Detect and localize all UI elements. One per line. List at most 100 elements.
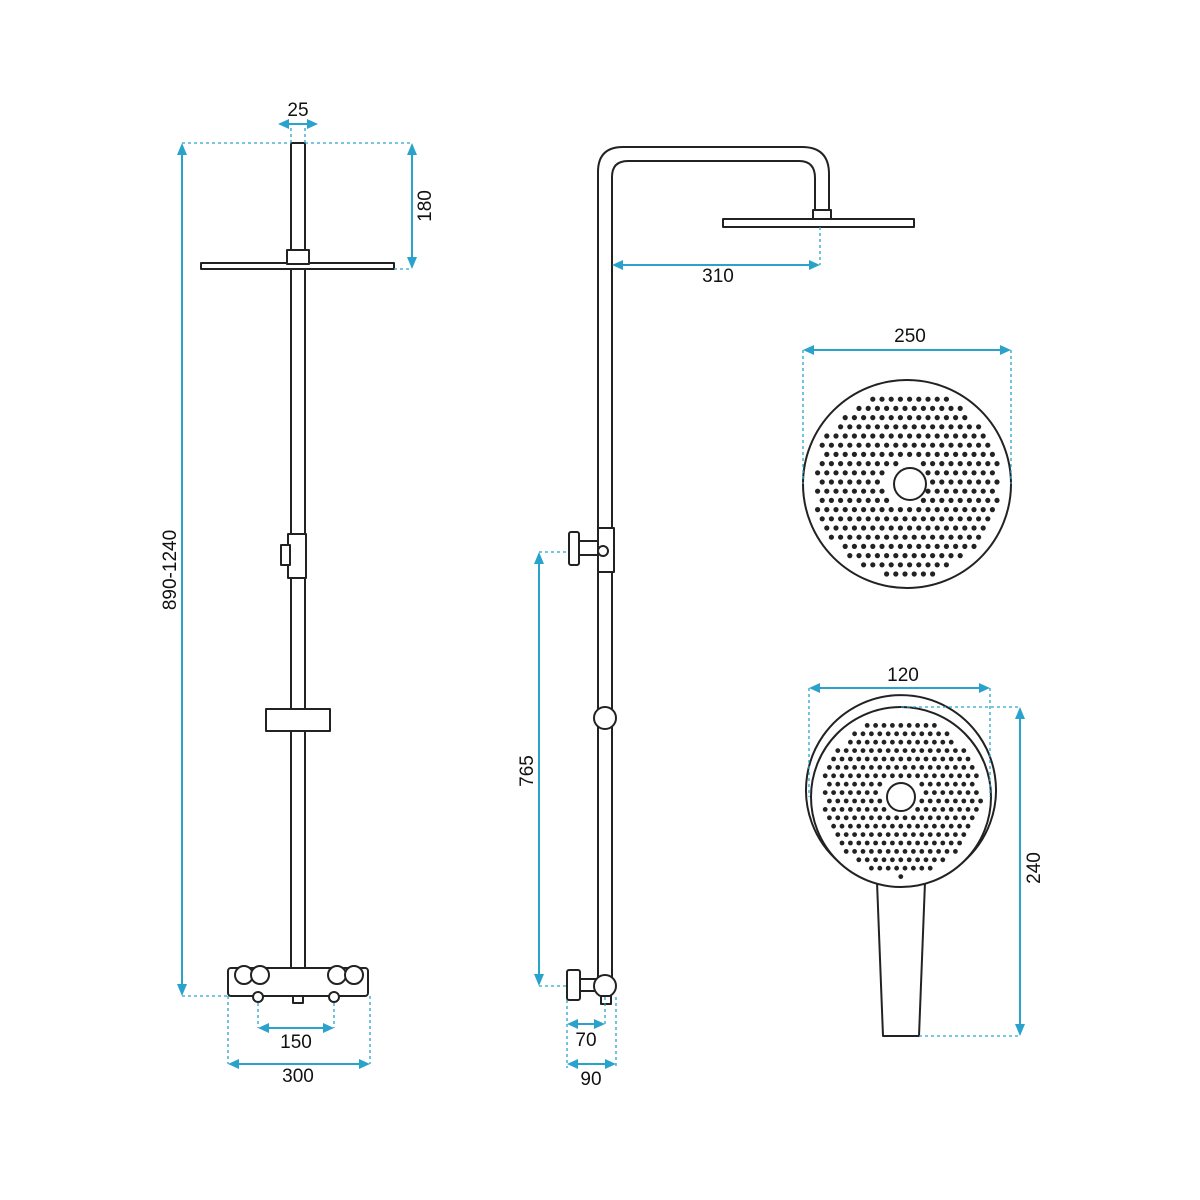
nozzle-dot <box>994 479 1000 485</box>
nozzle-dot <box>843 832 849 837</box>
nozzle-dot <box>819 516 825 522</box>
nozzle-dot <box>894 865 899 871</box>
nozzle-dot <box>864 723 870 728</box>
nozzle-dot <box>969 765 975 770</box>
nozzle-dot <box>915 840 920 846</box>
nozzle-dot <box>874 424 881 430</box>
nozzle-dot <box>869 781 874 787</box>
nozzle-dot <box>923 790 929 795</box>
dim-label-handset-width: 120 <box>887 665 919 686</box>
nozzle-dot <box>865 516 871 522</box>
nozzle-dot <box>893 571 899 577</box>
nozzle-dot <box>831 823 836 829</box>
nozzle-dot <box>881 840 887 846</box>
nozzle-dot <box>839 773 845 779</box>
nozzle-dot <box>893 442 899 448</box>
nozzle-dot <box>906 723 912 728</box>
nozzle-dot <box>957 461 963 467</box>
nozzle-dot <box>824 433 830 439</box>
nozzle-dot <box>864 790 870 795</box>
nozzle-dot <box>978 798 983 804</box>
nozzle-dot <box>881 807 887 812</box>
nozzle-dot <box>838 497 844 503</box>
nozzle-dot <box>940 823 946 829</box>
nozzle-dot <box>943 562 950 568</box>
nozzle-dot <box>927 731 933 737</box>
nozzle-dot <box>843 798 849 804</box>
nozzle-dot <box>856 461 862 467</box>
nozzle-dot <box>939 497 945 503</box>
nozzle-dot <box>888 451 894 457</box>
nozzle-dot <box>847 497 853 503</box>
nozzle-dot <box>911 849 916 854</box>
nozzle-dot <box>839 840 845 846</box>
nozzle-dot <box>943 488 950 494</box>
nozzle-dot <box>902 516 908 522</box>
nozzle-dot <box>902 534 908 540</box>
nozzle-dot <box>842 415 848 421</box>
nozzle-dot <box>985 461 991 467</box>
nozzle-dot <box>819 461 825 467</box>
side-mixer-body <box>593 974 617 998</box>
nozzle-dot <box>860 765 866 770</box>
nozzle-dot <box>932 823 937 829</box>
nozzle-dot <box>847 534 853 540</box>
nozzle-dot <box>930 461 936 467</box>
nozzle-dot <box>940 790 946 795</box>
nozzle-dot <box>835 748 841 753</box>
nozzle-dot <box>865 479 871 485</box>
nozzle-dot <box>916 507 922 513</box>
nozzle-dot <box>948 461 954 467</box>
nozzle-dot <box>915 823 920 829</box>
nozzle-dot <box>902 832 908 837</box>
nozzle-dot <box>888 415 894 421</box>
nozzle-dot <box>884 553 890 559</box>
nozzle-dot <box>860 798 866 804</box>
nozzle-dot <box>934 543 940 550</box>
nozzle-dot <box>869 849 874 854</box>
nozzle-dot <box>974 790 979 795</box>
nozzle-dot <box>881 857 887 863</box>
nozzle-dot <box>873 790 878 795</box>
nozzle-dot <box>927 832 933 837</box>
nozzle-dot <box>890 823 895 829</box>
nozzle-dot <box>920 405 927 411</box>
nozzle-dot <box>879 488 885 494</box>
nozzle-dot <box>847 553 853 559</box>
nozzle-dot <box>980 433 986 439</box>
nozzle-dot <box>961 748 967 753</box>
nozzle-dot <box>856 857 862 863</box>
nozzle-dot <box>920 516 927 522</box>
nozzle-dot <box>828 497 835 503</box>
nozzle-dot <box>927 815 933 821</box>
side-view <box>566 146 915 1005</box>
nozzle-dot <box>856 840 862 846</box>
nozzle-dot <box>915 807 920 812</box>
hand-dimensions <box>808 683 1025 1037</box>
nozzle-dot <box>911 748 916 753</box>
nozzle-dot <box>902 442 908 448</box>
nozzle-dot <box>930 571 936 577</box>
nozzle-dot <box>902 553 908 559</box>
nozzle-dot <box>923 756 929 762</box>
nozzle-dot <box>911 553 917 559</box>
nozzle-dot <box>898 739 904 745</box>
nozzle-dot <box>856 823 862 829</box>
nozzle-dot <box>852 731 857 737</box>
nozzle-dot <box>916 433 922 439</box>
nozzle-dot <box>919 765 925 770</box>
dim-label-mixer-inlet-spacing: 150 <box>280 1032 312 1053</box>
nozzle-dot <box>930 497 936 503</box>
nozzle-dot <box>980 470 986 476</box>
nozzle-dot <box>989 507 996 513</box>
nozzle-dot <box>953 470 959 476</box>
nozzle-dot <box>940 773 946 779</box>
nozzle-dot <box>861 470 867 476</box>
nozzle-dot <box>925 415 931 421</box>
nozzle-dot <box>864 857 870 863</box>
nozzle-dot <box>839 756 845 762</box>
nozzle-dot <box>940 756 946 762</box>
nozzle-dot <box>934 525 940 531</box>
nozzle-dot <box>953 815 958 821</box>
nozzle-dot <box>923 857 929 863</box>
